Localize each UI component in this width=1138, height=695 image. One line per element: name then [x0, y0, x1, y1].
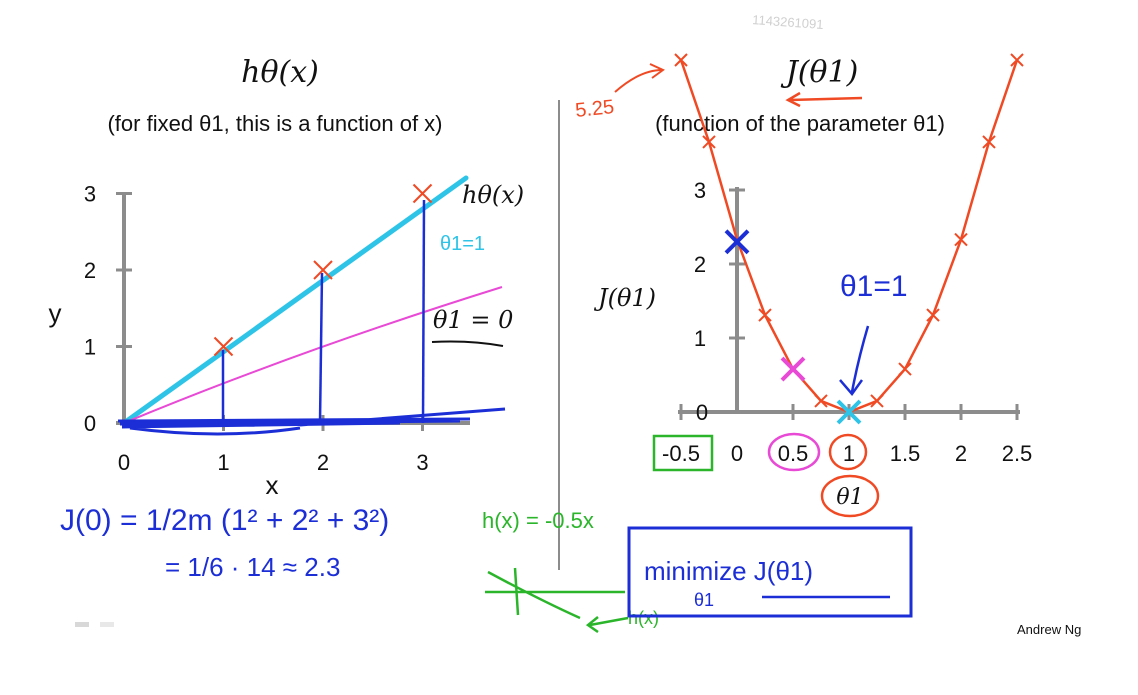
data-point-cross — [313, 260, 333, 280]
hx-line-label: hθ(x) — [462, 181, 524, 209]
curve-tick-mark — [814, 394, 828, 408]
right-ylabel: J(θ1) — [593, 284, 656, 312]
data-point-cross — [412, 183, 433, 204]
credit-text: Andrew Ng — [1017, 622, 1081, 637]
left-y-tick-label: 1 — [84, 335, 96, 360]
residual-2 — [318, 272, 324, 424]
hx-equation: h(x) = -0.5x — [482, 508, 594, 533]
curve-tick-mark — [870, 394, 884, 408]
right-title: J(θ1) — [780, 55, 859, 90]
curve-tick-mark — [1010, 53, 1024, 67]
j-approx: = 1/6 · 14 ≈ 2.3 — [165, 552, 340, 582]
left-subtitle: (for fixed θ1, this is a function of x) — [107, 111, 442, 136]
theta0-underline — [431, 340, 504, 347]
left-x-tick-label: 1 — [217, 450, 229, 475]
right-chart: J(θ1) (function of the parameter θ1) 5.2… — [574, 53, 1033, 518]
hx-small: h(x) — [628, 608, 659, 628]
right-y-tick-label: 0 — [696, 400, 708, 425]
right-x-tick-label: 0 — [731, 441, 743, 466]
highlighted-magenta-point — [780, 356, 806, 382]
data-point-cross — [213, 336, 234, 357]
left-x-tick-label: 2 — [317, 450, 329, 475]
curve-tick-mark — [926, 308, 940, 322]
right-x-tick-label: 1 — [843, 441, 855, 466]
red-circle-one — [828, 433, 868, 471]
left-x-tick-label: 0 — [118, 450, 130, 475]
green-sketch — [485, 567, 625, 620]
curve-tick-mark — [954, 232, 968, 247]
right-xlabel: θ1 — [836, 485, 863, 510]
curve-tick-mark — [674, 53, 688, 67]
right-x-tick-label: 2.5 — [1002, 441, 1033, 466]
left-xlabel: x — [266, 470, 279, 500]
curve-tick-mark — [982, 135, 996, 149]
highlighted-cyan-point — [836, 399, 862, 425]
j-formula: J(0) = 1/2m (1² + 2² + 3²) — [60, 504, 389, 537]
residual-3 — [421, 199, 426, 424]
minimize-text: minimize J(θ1) — [644, 556, 813, 586]
magenta-circle-half — [767, 432, 821, 472]
right-x-tick-label: 1.5 — [890, 441, 921, 466]
watermark: 1143261091 — [752, 12, 824, 32]
left-x-tick-label: 3 — [416, 450, 428, 475]
left-title: hθ(x) — [241, 55, 319, 90]
theta0-label: θ1 = 0 — [433, 306, 513, 334]
cyan-theta-note: θ1=1 — [440, 233, 485, 255]
magenta-half-slope-line — [123, 286, 503, 424]
theta-one-arrow — [839, 325, 870, 397]
right-x-tick-label: -0.5 — [662, 441, 700, 466]
red-note-arrow — [614, 63, 665, 93]
blue-theta0-scribble — [117, 407, 506, 436]
curve-tick-mark — [898, 362, 912, 376]
red-circle-theta — [820, 474, 880, 518]
left-y-tick-label: 2 — [84, 258, 96, 283]
title-red-arrow — [785, 91, 863, 108]
left-y-tick-label: 0 — [84, 411, 96, 436]
player-control-2 — [100, 622, 114, 627]
right-y-tick-label: 3 — [694, 178, 706, 203]
left-ylabel: y — [49, 298, 62, 328]
green-box-neg-half — [652, 434, 714, 472]
right-y-tick-label: 1 — [694, 326, 706, 351]
green-arrow — [585, 616, 629, 634]
left-chart: hθ(x) (for fixed θ1, this is a function … — [49, 55, 525, 500]
right-x-tick-label: 2 — [955, 441, 967, 466]
theta-one-note: θ1=1 — [840, 270, 908, 303]
right-y-tick-label: 2 — [694, 252, 706, 277]
curve-tick-mark — [702, 135, 716, 149]
curve-tick-mark — [758, 308, 772, 322]
minimize-subscript: θ1 — [694, 590, 714, 610]
left-y-tick-label: 3 — [84, 182, 96, 207]
right-x-tick-label: 0.5 — [778, 441, 809, 466]
red-value-note: 5.25 — [574, 96, 615, 122]
player-control — [75, 622, 89, 627]
highlighted-blue-point — [724, 229, 750, 255]
minimize-box — [627, 526, 913, 618]
cyan-theta1-line — [121, 175, 469, 426]
